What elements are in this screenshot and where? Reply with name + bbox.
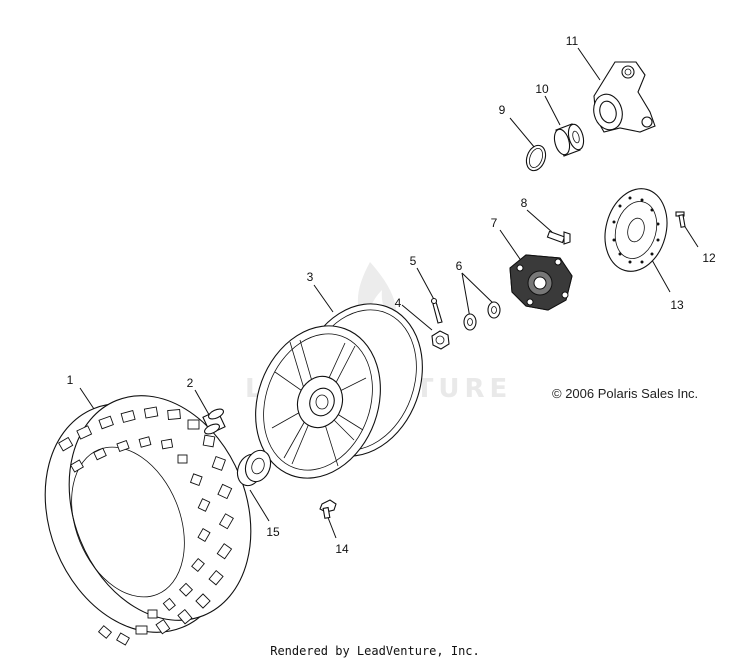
brake-disc-part-13[interactable] (596, 182, 676, 279)
callout-5[interactable]: 5 (409, 254, 417, 268)
callout-4[interactable]: 4 (394, 296, 402, 310)
callout-3[interactable]: 3 (306, 270, 314, 284)
screw-part-12[interactable] (675, 211, 686, 228)
washers-part-6[interactable] (463, 301, 501, 331)
wheel-rim-part-3[interactable] (235, 286, 443, 496)
valve-stem-part-2[interactable] (202, 407, 226, 436)
callout-7[interactable]: 7 (490, 216, 498, 230)
callout-14[interactable]: 14 (335, 542, 349, 556)
callout-6[interactable]: 6 (455, 259, 463, 273)
knuckle-part-11[interactable] (590, 61, 656, 133)
callout-10[interactable]: 10 (535, 82, 549, 96)
hub-part-7[interactable] (509, 254, 573, 311)
tire-part-1[interactable] (12, 368, 283, 660)
snap-ring-part-9[interactable] (523, 143, 549, 174)
callout-11[interactable]: 11 (565, 34, 579, 48)
callout-13[interactable]: 13 (670, 298, 684, 312)
copyright-notice: © 2006 Polaris Sales Inc. (552, 386, 699, 401)
bolt-part-8[interactable] (546, 230, 571, 245)
lug-bolt-part-14[interactable] (319, 499, 337, 519)
wheel-bearing-part-15[interactable] (233, 447, 274, 489)
callout-9[interactable]: 9 (498, 103, 506, 117)
bearing-part-10[interactable] (552, 123, 586, 157)
callout-2[interactable]: 2 (186, 376, 194, 390)
rendered-by-footer: Rendered by LeadVenture, Inc. (270, 644, 480, 658)
callout-15[interactable]: 15 (266, 525, 280, 539)
callout-12[interactable]: 12 (702, 251, 716, 265)
callout-1[interactable]: 1 (66, 373, 74, 387)
nut-part-4[interactable] (431, 330, 450, 350)
callout-8[interactable]: 8 (520, 196, 528, 210)
cotter-pin-part-5[interactable] (430, 297, 443, 324)
